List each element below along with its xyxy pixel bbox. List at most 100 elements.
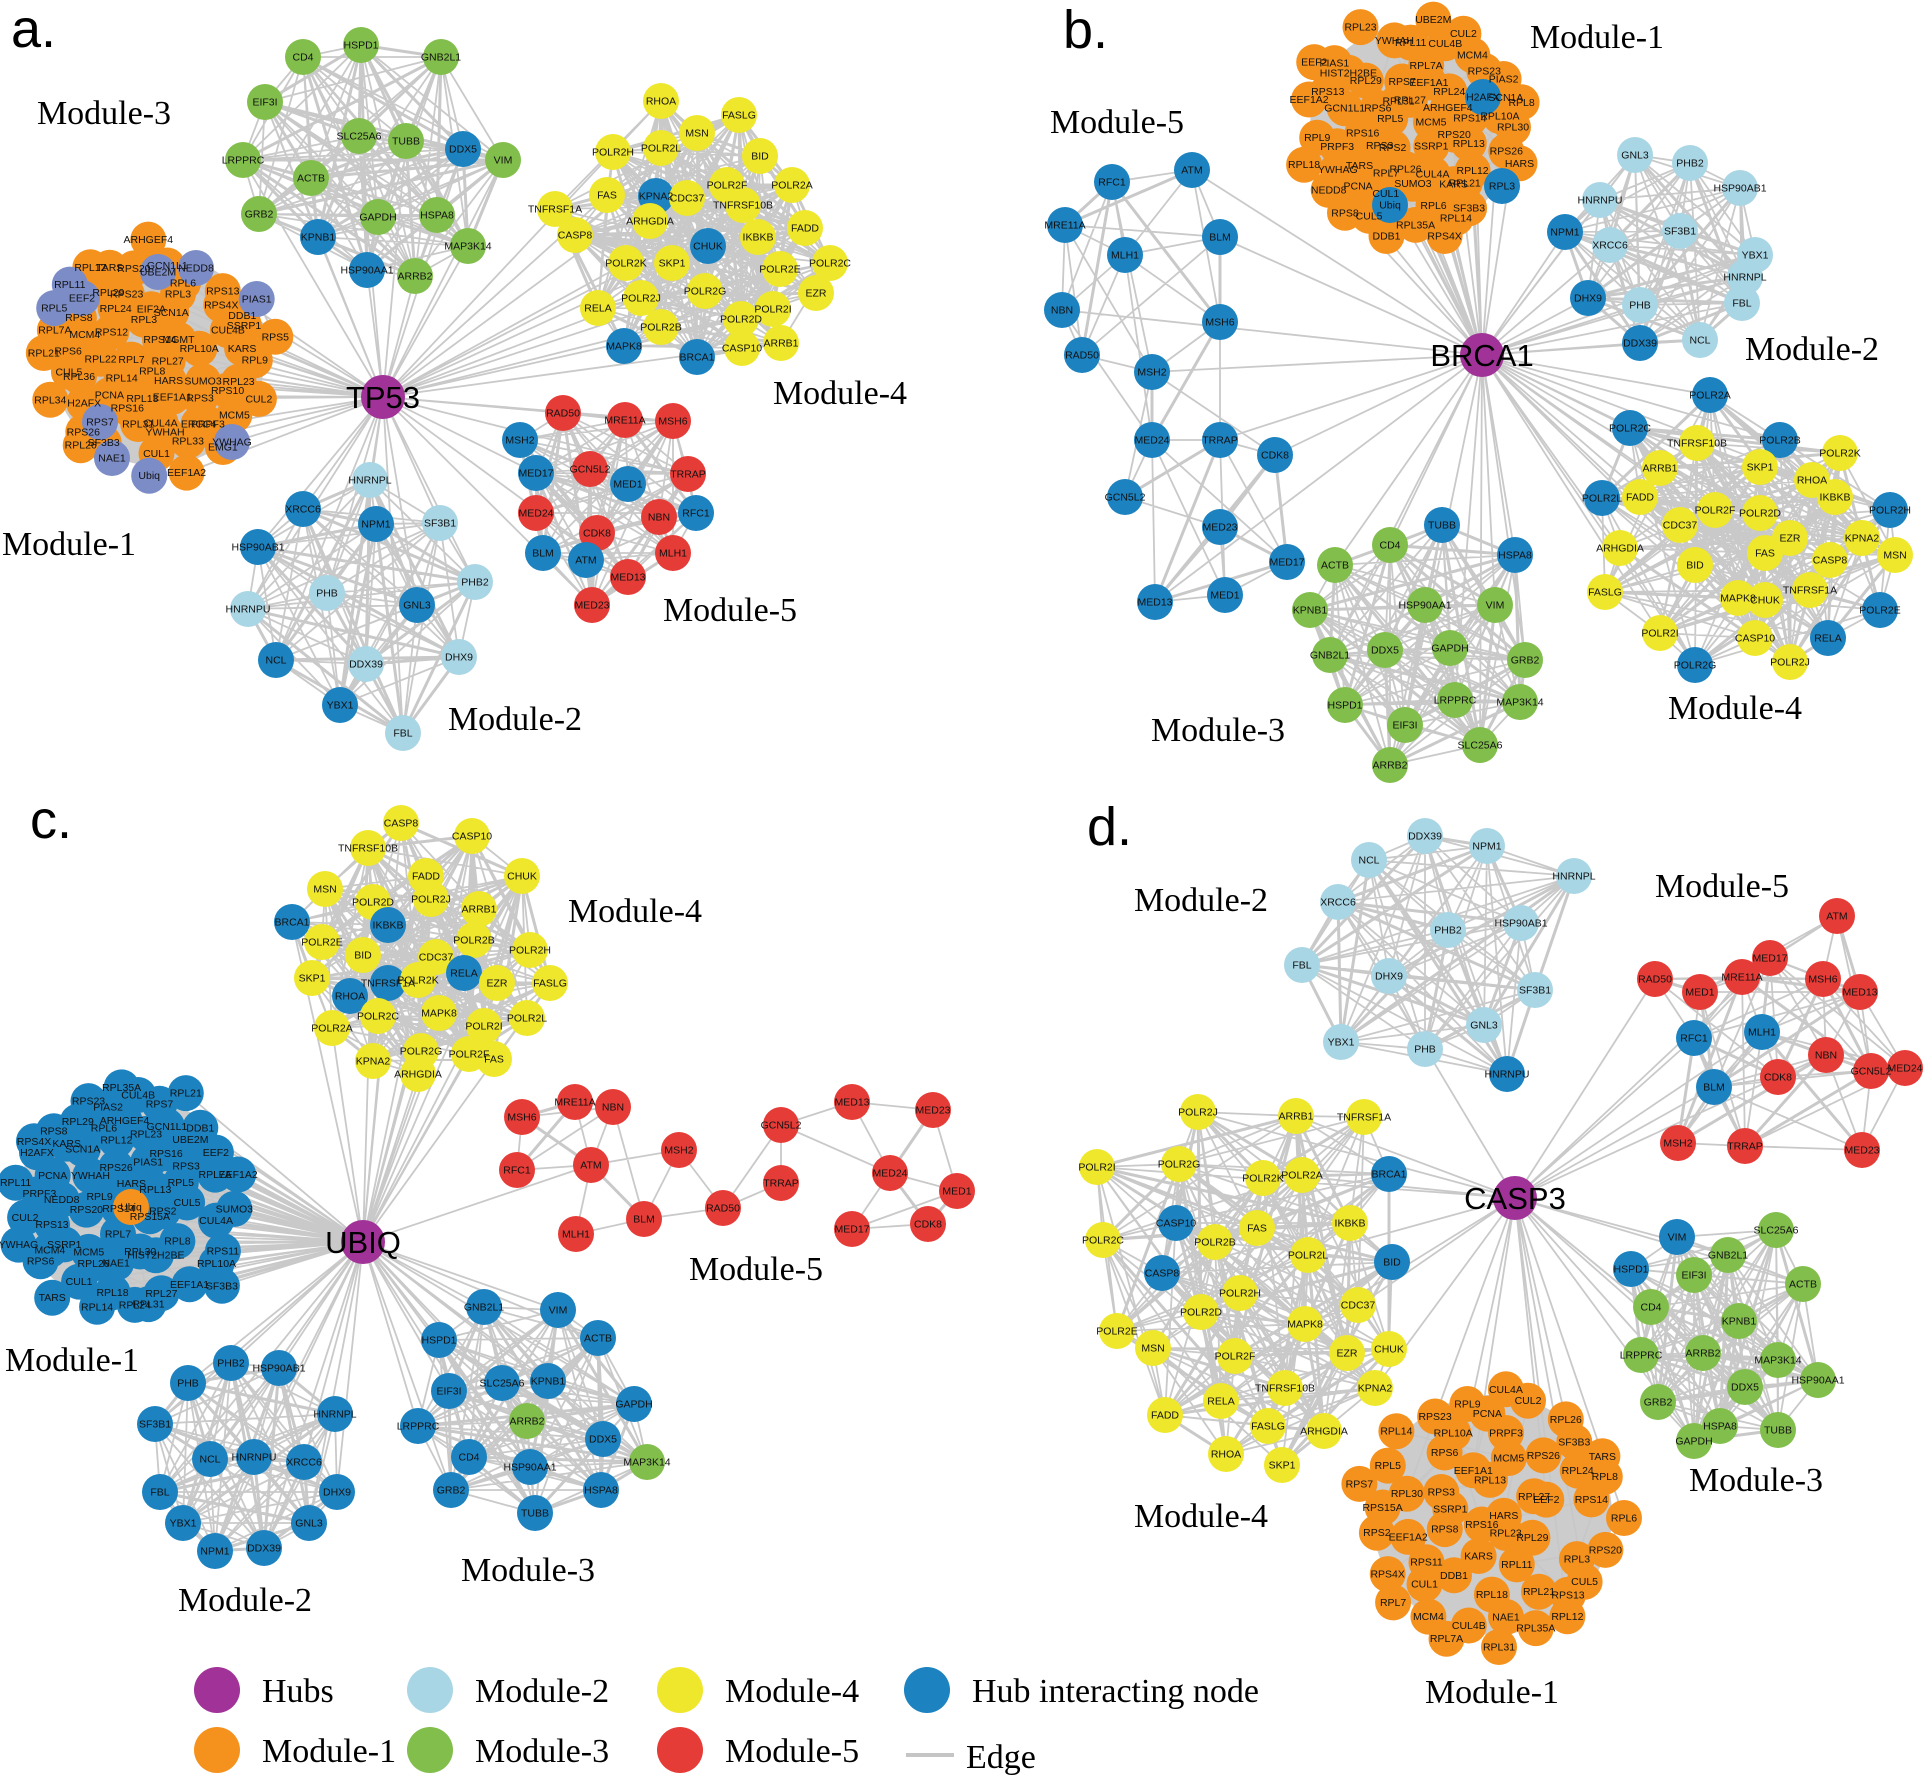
svg-text:ATM: ATM xyxy=(575,555,596,567)
svg-text:RPL14: RPL14 xyxy=(106,372,138,384)
svg-text:ATM: ATM xyxy=(1826,911,1847,923)
svg-text:SF3B3: SF3B3 xyxy=(1453,203,1485,215)
svg-text:DDX39: DDX39 xyxy=(1623,338,1657,350)
svg-text:RPL30: RPL30 xyxy=(124,1246,156,1258)
svg-text:POLR2C: POLR2C xyxy=(1609,423,1651,435)
svg-text:CUL4B: CUL4B xyxy=(1428,38,1462,50)
svg-text:POLR2L: POLR2L xyxy=(1288,1250,1328,1262)
svg-text:GNL3: GNL3 xyxy=(1621,150,1649,162)
svg-text:MED1: MED1 xyxy=(1685,987,1714,999)
svg-text:RHOA: RHOA xyxy=(1211,1449,1241,1461)
svg-text:MAP3K14: MAP3K14 xyxy=(1754,1355,1801,1367)
svg-text:RPL26: RPL26 xyxy=(1550,1414,1582,1426)
svg-text:a.: a. xyxy=(11,0,56,59)
svg-text:CASP10: CASP10 xyxy=(1156,1218,1196,1230)
svg-text:GNL3: GNL3 xyxy=(403,600,431,612)
svg-text:RPL11: RPL11 xyxy=(1501,1559,1532,1571)
svg-text:KARS: KARS xyxy=(1464,1551,1493,1563)
svg-text:ARHGDIA: ARHGDIA xyxy=(1596,543,1644,555)
svg-text:MAP3K14: MAP3K14 xyxy=(623,1457,670,1469)
svg-text:RPL21: RPL21 xyxy=(28,348,60,360)
svg-text:NEDD8: NEDD8 xyxy=(178,263,214,275)
svg-text:BRCA1: BRCA1 xyxy=(1371,1169,1406,1181)
svg-text:RPS4X: RPS4X xyxy=(204,299,238,311)
svg-text:RPL10A: RPL10A xyxy=(1434,1427,1473,1439)
svg-text:RPS20: RPS20 xyxy=(1438,129,1471,141)
svg-text:ARHGEF4: ARHGEF4 xyxy=(100,1115,150,1127)
svg-text:CD4: CD4 xyxy=(458,1452,479,1464)
svg-text:BLM: BLM xyxy=(1703,1082,1725,1094)
svg-text:SSRP1: SSRP1 xyxy=(227,320,262,332)
svg-text:UBE2M: UBE2M xyxy=(140,267,176,279)
svg-text:ARRB1: ARRB1 xyxy=(763,338,798,350)
svg-text:EIF3I: EIF3I xyxy=(1392,720,1417,732)
svg-text:RPS6: RPS6 xyxy=(27,1256,55,1268)
svg-text:RPS11: RPS11 xyxy=(207,1246,240,1258)
svg-text:HNRNPU: HNRNPU xyxy=(232,1452,277,1464)
svg-text:DDX5: DDX5 xyxy=(449,144,477,156)
svg-text:MED24: MED24 xyxy=(1134,435,1169,447)
svg-text:GNL3: GNL3 xyxy=(295,1518,323,1530)
svg-text:MCM4: MCM4 xyxy=(1413,1611,1444,1623)
svg-text:Module-5: Module-5 xyxy=(663,592,797,629)
svg-text:NPM1: NPM1 xyxy=(1472,841,1501,853)
svg-text:PHB2: PHB2 xyxy=(461,577,489,589)
svg-text:RPL27: RPL27 xyxy=(152,356,184,368)
svg-text:POLR2G: POLR2G xyxy=(684,286,727,298)
svg-text:RPS2: RPS2 xyxy=(1379,142,1407,154)
svg-text:RHOA: RHOA xyxy=(646,96,676,108)
svg-text:POLR2A: POLR2A xyxy=(1281,1170,1322,1182)
svg-text:RPL33: RPL33 xyxy=(172,435,204,447)
svg-text:RFC1: RFC1 xyxy=(1098,177,1126,189)
svg-text:EEF1A2: EEF1A2 xyxy=(1389,1531,1428,1543)
svg-text:ATM: ATM xyxy=(1181,165,1202,177)
svg-text:ARRB1: ARRB1 xyxy=(1278,1111,1313,1123)
svg-text:RPS14: RPS14 xyxy=(1575,1494,1608,1506)
svg-text:MGMT: MGMT xyxy=(162,334,195,346)
svg-text:ARRB1: ARRB1 xyxy=(461,904,496,916)
svg-text:KPNA2: KPNA2 xyxy=(1358,1383,1393,1395)
svg-text:RPS3: RPS3 xyxy=(1366,140,1394,152)
svg-text:CD4: CD4 xyxy=(1640,1302,1661,1314)
svg-text:CDK8: CDK8 xyxy=(583,528,611,540)
svg-text:CUL4B: CUL4B xyxy=(1452,1620,1486,1632)
svg-text:RPL8: RPL8 xyxy=(164,1236,190,1248)
svg-text:RAD50: RAD50 xyxy=(1638,974,1672,986)
svg-text:PRPF3: PRPF3 xyxy=(1489,1428,1523,1440)
svg-text:SLC25A6: SLC25A6 xyxy=(1458,740,1503,752)
svg-text:H2AFX: H2AFX xyxy=(20,1147,54,1159)
svg-text:RPL24: RPL24 xyxy=(119,1299,151,1311)
svg-text:RPL6: RPL6 xyxy=(1611,1513,1637,1525)
svg-text:GRB2: GRB2 xyxy=(437,1485,466,1497)
svg-text:VIM: VIM xyxy=(1486,600,1505,612)
svg-text:RPL31: RPL31 xyxy=(122,419,154,431)
svg-text:MCM5: MCM5 xyxy=(1416,117,1447,129)
svg-text:TP53: TP53 xyxy=(346,380,420,415)
svg-text:Module-1: Module-1 xyxy=(1530,19,1664,56)
svg-text:Edge: Edge xyxy=(966,1739,1036,1775)
svg-text:YWHAG: YWHAG xyxy=(212,437,252,449)
svg-text:IKBKB: IKBKB xyxy=(743,232,774,244)
svg-text:RPS8: RPS8 xyxy=(40,1126,68,1138)
svg-text:CUL2: CUL2 xyxy=(12,1212,39,1224)
svg-text:DHX9: DHX9 xyxy=(1574,293,1602,305)
svg-text:Module-4: Module-4 xyxy=(773,375,907,412)
svg-text:RPL9: RPL9 xyxy=(1454,1399,1480,1411)
svg-text:RPL18: RPL18 xyxy=(1288,159,1320,171)
svg-text:RPL13: RPL13 xyxy=(1453,138,1485,150)
svg-text:RPL29: RPL29 xyxy=(1350,75,1382,87)
svg-text:CDK8: CDK8 xyxy=(1764,1072,1792,1084)
svg-text:POLR2J: POLR2J xyxy=(621,293,661,305)
svg-text:RPL21: RPL21 xyxy=(170,1088,202,1100)
svg-text:SCN1A: SCN1A xyxy=(65,1144,100,1156)
svg-text:MED17: MED17 xyxy=(1752,953,1787,965)
svg-text:RPS13: RPS13 xyxy=(35,1219,68,1231)
svg-text:EEF2: EEF2 xyxy=(69,293,95,305)
svg-text:MLH1: MLH1 xyxy=(1748,1027,1776,1039)
svg-text:RPL14: RPL14 xyxy=(1380,1426,1412,1438)
svg-text:SUMO3: SUMO3 xyxy=(216,1203,254,1215)
svg-text:POLR2D: POLR2D xyxy=(352,897,394,909)
svg-text:MED13: MED13 xyxy=(834,1097,869,1109)
svg-text:CHUK: CHUK xyxy=(507,871,537,883)
svg-text:CUL4B: CUL4B xyxy=(121,1090,155,1102)
